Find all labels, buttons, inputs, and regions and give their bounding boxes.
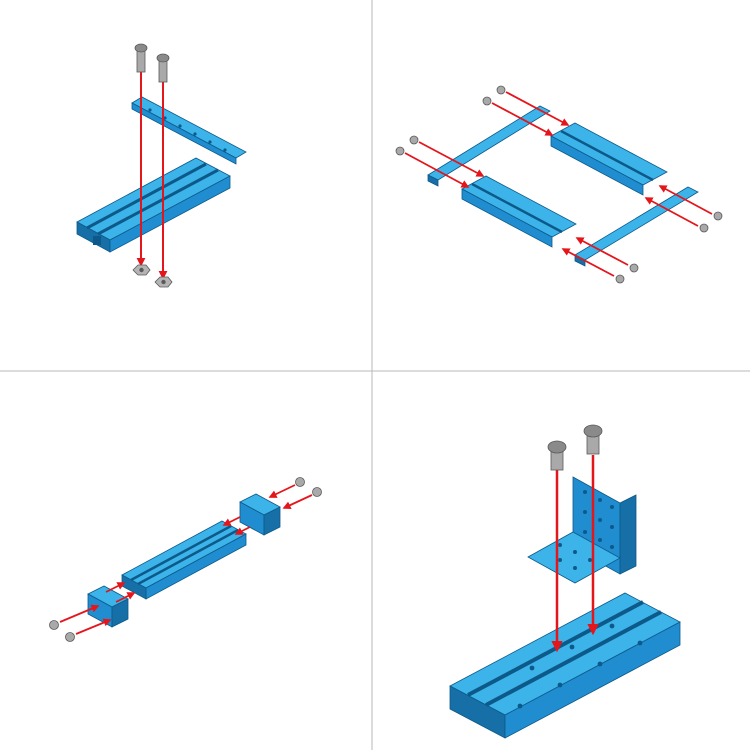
panel-3 (49, 477, 322, 642)
nut-icon (132, 264, 151, 276)
flat-strip-plate (427, 105, 551, 187)
nut-icon (154, 276, 173, 288)
panel-1 (76, 43, 247, 288)
screw-icon (134, 43, 148, 73)
slotted-beam (449, 592, 681, 739)
slotted-beam (550, 122, 668, 196)
end-block (239, 493, 281, 536)
arrow-icon (136, 72, 168, 280)
screw-icon (156, 53, 170, 83)
screw-icon (395, 85, 723, 284)
screw-icon (49, 477, 322, 642)
l-bracket (527, 476, 637, 584)
slotted-beam (461, 175, 577, 248)
panel-4 (449, 424, 681, 739)
arrow-icon (404, 91, 713, 277)
panel-2 (395, 85, 723, 284)
screw-icon (583, 424, 603, 455)
flat-strip-plate (131, 96, 247, 165)
arrow-icon (551, 455, 599, 653)
screw-icon (547, 440, 567, 471)
slotted-beam (76, 157, 231, 253)
arrow-icon (59, 484, 313, 635)
flat-strip-plate (574, 186, 699, 267)
slotted-beam (121, 520, 247, 600)
